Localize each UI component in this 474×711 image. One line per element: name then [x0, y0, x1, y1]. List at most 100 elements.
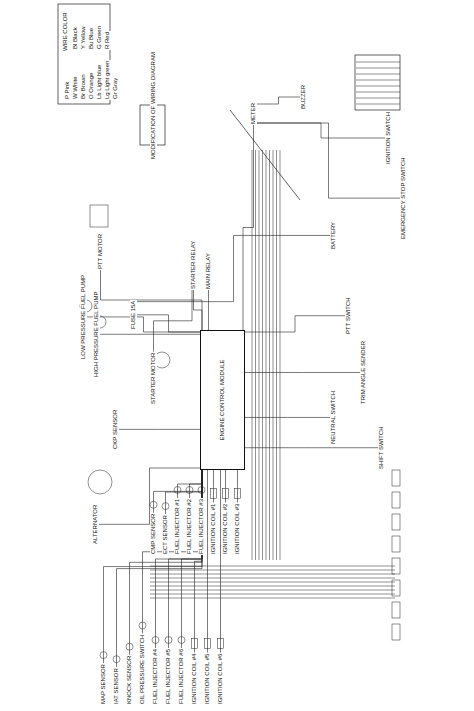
- node-text: IGNITION COIL #4: [191, 654, 197, 704]
- component-label: FUEL INJECTOR #1: [174, 498, 181, 555]
- wire-color-label: Gr Gray: [112, 77, 119, 100]
- node-text: FUEL INJECTOR #3: [198, 499, 204, 554]
- wire-connector: [225, 470, 226, 503]
- component-label: OIL PRESSURE SWITCH: [139, 634, 146, 705]
- harness-wire: [150, 598, 395, 599]
- wire-connector: [117, 470, 203, 667]
- connector-block: [392, 536, 400, 552]
- wire-connector: [257, 123, 385, 138]
- harness-wire: [150, 574, 395, 575]
- harness-wire: [259, 150, 260, 560]
- node-text: TRIM ANGLE SENDER: [360, 341, 366, 404]
- node-text: FUEL INJECTOR #4: [152, 649, 158, 704]
- wire-connector: [156, 470, 203, 648]
- node-text: PTT SWITCH: [345, 297, 351, 334]
- node-text: BATTERY: [330, 222, 336, 249]
- wire-color-label: WIRE COLOR: [62, 11, 69, 52]
- component-label: METER: [250, 102, 257, 125]
- wire-connector: [243, 125, 254, 330]
- wire-connector: [119, 429, 200, 430]
- node-text: IGNITION COIL #1: [210, 504, 216, 554]
- harness-wire: [150, 590, 395, 591]
- wire-color-label: O Orange: [88, 72, 95, 100]
- harness-wire: [276, 150, 277, 560]
- wire-connector: [137, 235, 330, 301]
- wire-connector: [190, 470, 203, 498]
- wire-connector: [143, 470, 203, 634]
- harness-wire: [269, 150, 270, 560]
- control-module-box: ENGINE CONTROL MODULE: [200, 330, 245, 470]
- component-label: CKP SENSOR: [112, 409, 119, 450]
- wire-connector: [87, 317, 200, 332]
- wire-connector: [169, 470, 203, 648]
- node-text: IGNITION SWITCH: [385, 112, 391, 164]
- connector-block: [392, 470, 400, 486]
- table-line: [356, 68, 400, 69]
- wire-connector: [257, 123, 400, 198]
- node-text: LOW PRESSURE FUEL PUMP: [80, 275, 86, 359]
- node-text: IGNITION COIL #6: [217, 654, 223, 704]
- node-text: CMP SENSOR: [150, 514, 156, 554]
- node-text: KNOCK SENSOR: [126, 656, 132, 704]
- node-text: FUEL INJECTOR #5: [165, 649, 171, 704]
- connector-block: [392, 580, 400, 596]
- component-label: STARTER RELAY: [190, 240, 197, 290]
- wire-connector: [154, 290, 193, 352]
- component-label: IGNITION COIL #4: [191, 653, 198, 705]
- wire-color-label: MODIFICATION OF WIRING DIAGRAM: [150, 51, 157, 160]
- wire-connector: [257, 97, 300, 104]
- node-text: FUEL INJECTOR #1: [174, 499, 180, 554]
- wire-connector: [194, 290, 203, 330]
- wire-connector: [213, 470, 214, 503]
- wire-color-label: Br Brown: [80, 73, 87, 100]
- component-label: IGNITION COIL #5: [204, 653, 211, 705]
- wire-connector: [245, 417, 330, 418]
- wire-connector: [245, 372, 360, 373]
- node-text: MAP SENSOR: [100, 664, 106, 704]
- component-label: ALTERNATOR: [92, 504, 99, 545]
- component-label: KNOCK SENSOR: [126, 655, 133, 705]
- harness-wire: [150, 586, 395, 587]
- wire-connector: [137, 315, 200, 332]
- component-label: MAP SENSOR: [100, 663, 107, 705]
- node-text: FUEL INJECTOR #6: [178, 649, 184, 704]
- harness-wire: [150, 570, 395, 571]
- wire-connector: [220, 470, 221, 653]
- component-label: FUSE 15A: [130, 300, 137, 330]
- component-label: TRIM ANGLE SENDER: [360, 340, 367, 405]
- wire-connector: [245, 316, 345, 332]
- connector-block: [392, 624, 400, 640]
- wire-connector: [207, 470, 208, 653]
- harness-wire: [255, 150, 256, 560]
- legend-frame: [58, 4, 110, 104]
- component-label: LOW PRESSURE FUEL PUMP: [80, 274, 87, 360]
- harness-wire: [262, 150, 263, 560]
- node-text: CKP SENSOR: [112, 410, 118, 449]
- switch-table: [355, 55, 400, 110]
- component-label: FUEL INJECTOR #5: [165, 648, 172, 705]
- node-text: PTT MOTOR: [97, 234, 103, 269]
- harness-wire: [266, 150, 267, 560]
- table-line: [356, 80, 400, 81]
- node-text: NEUTRAL SWITCH: [330, 391, 336, 444]
- wire-color-label: Lb Light blue: [96, 64, 103, 100]
- node-text: METER: [250, 103, 256, 124]
- wire-color-label: Lg Light green: [104, 60, 111, 100]
- node-text: IGNITION COIL #3: [234, 504, 240, 554]
- wire-connector: [101, 270, 203, 330]
- connector-block: [392, 514, 400, 530]
- component-label: IAT SENSOR: [113, 667, 120, 705]
- component-label: BUZZER: [300, 84, 307, 110]
- wire-connector: [130, 470, 203, 655]
- table-line: [356, 62, 400, 63]
- component-label: NEUTRAL SWITCH: [330, 390, 337, 445]
- component-label: STARTER MOTOR: [150, 352, 157, 405]
- wire-connector: [100, 334, 200, 335]
- component-label: IGNITION COIL #6: [217, 653, 224, 705]
- table-line: [356, 74, 400, 75]
- node-text: IGNITION COIL #2: [222, 504, 228, 554]
- harness-wire: [150, 578, 395, 579]
- harness-wire: [150, 582, 395, 583]
- node-text: ENGINE CONTROL MODULE: [219, 359, 226, 440]
- wire-color-label: W White: [72, 75, 79, 100]
